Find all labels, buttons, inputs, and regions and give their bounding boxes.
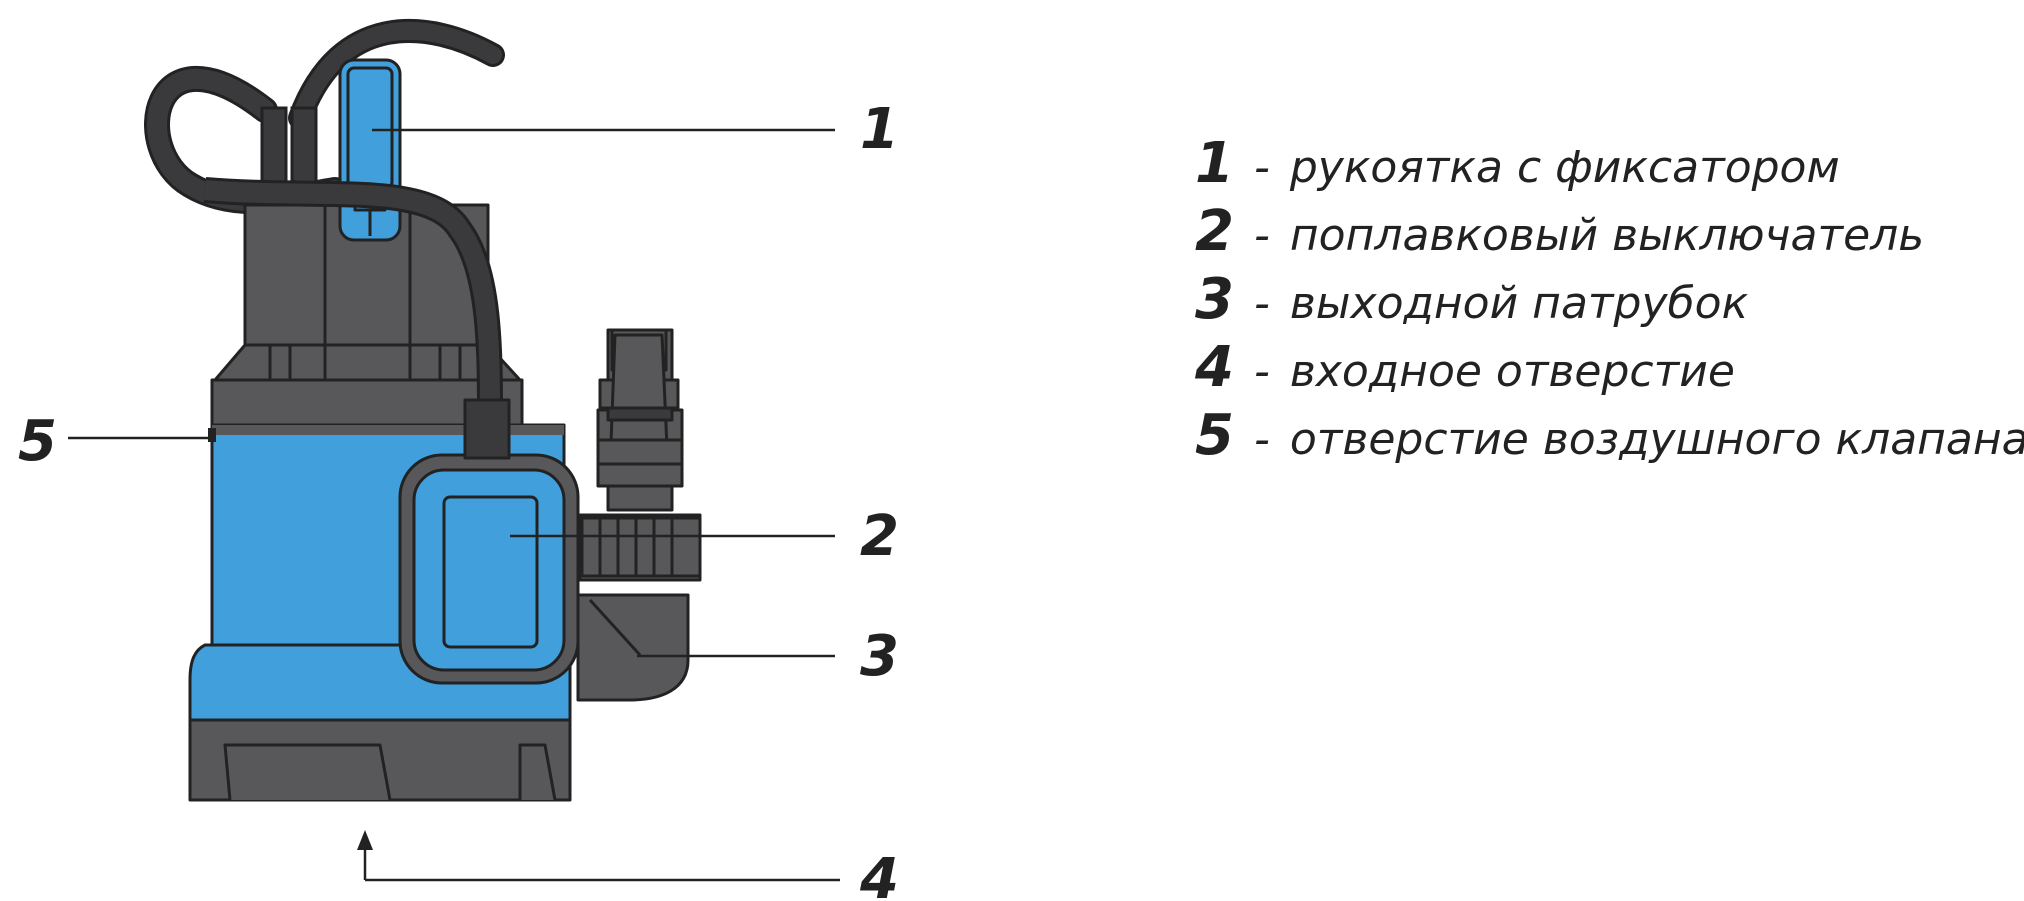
callout-2: 2: [860, 504, 899, 569]
legend-item-1: 1 - рукоятка с фиксатором: [1195, 130, 2015, 198]
legend-text: отверстие воздушного клапана: [1289, 414, 2024, 465]
legend-item-3: 3 - выходной патрубок: [1195, 266, 2015, 334]
callout-5: 5: [18, 409, 57, 474]
legend-separator: -: [1253, 278, 1270, 329]
legend-number: 3: [1195, 267, 1234, 332]
legend-item-4: 4 - входное отверстие: [1195, 334, 2015, 402]
legend-text: рукоятка с фиксатором: [1289, 142, 1840, 193]
air-valve-hole: [208, 428, 216, 442]
legend-separator: -: [1253, 346, 1270, 397]
leader-lines: [68, 128, 840, 882]
legend-number: 4: [1195, 335, 1234, 400]
handle-with-lock: [338, 58, 402, 242]
legend-text: поплавковый выключатель: [1289, 210, 1925, 261]
legend-number: 1: [1195, 131, 1234, 196]
discharge-outlet: [576, 328, 702, 702]
callout-1: 1: [860, 97, 899, 162]
legend-separator: -: [1253, 142, 1270, 193]
legend: 1 - рукоятка с фиксатором 2 - поплавковы…: [1195, 130, 2024, 470]
base-intake: [188, 643, 572, 802]
legend-item-5: 5 - отверстие воздушного клапана: [1195, 402, 2024, 470]
legend-item-2: 2 - поплавковый выключатель: [1195, 198, 2015, 266]
callout-4: 4: [859, 847, 899, 901]
legend-separator: -: [1253, 210, 1270, 261]
legend-number: 2: [1195, 199, 1234, 264]
callout-3: 3: [860, 624, 899, 689]
legend-number: 5: [1195, 403, 1234, 468]
legend-text: выходной патрубок: [1289, 278, 1749, 329]
float-switch: [398, 398, 580, 685]
legend-text: входное отверстие: [1289, 346, 1735, 397]
motor-cover: [210, 203, 524, 427]
legend-separator: -: [1253, 414, 1270, 465]
